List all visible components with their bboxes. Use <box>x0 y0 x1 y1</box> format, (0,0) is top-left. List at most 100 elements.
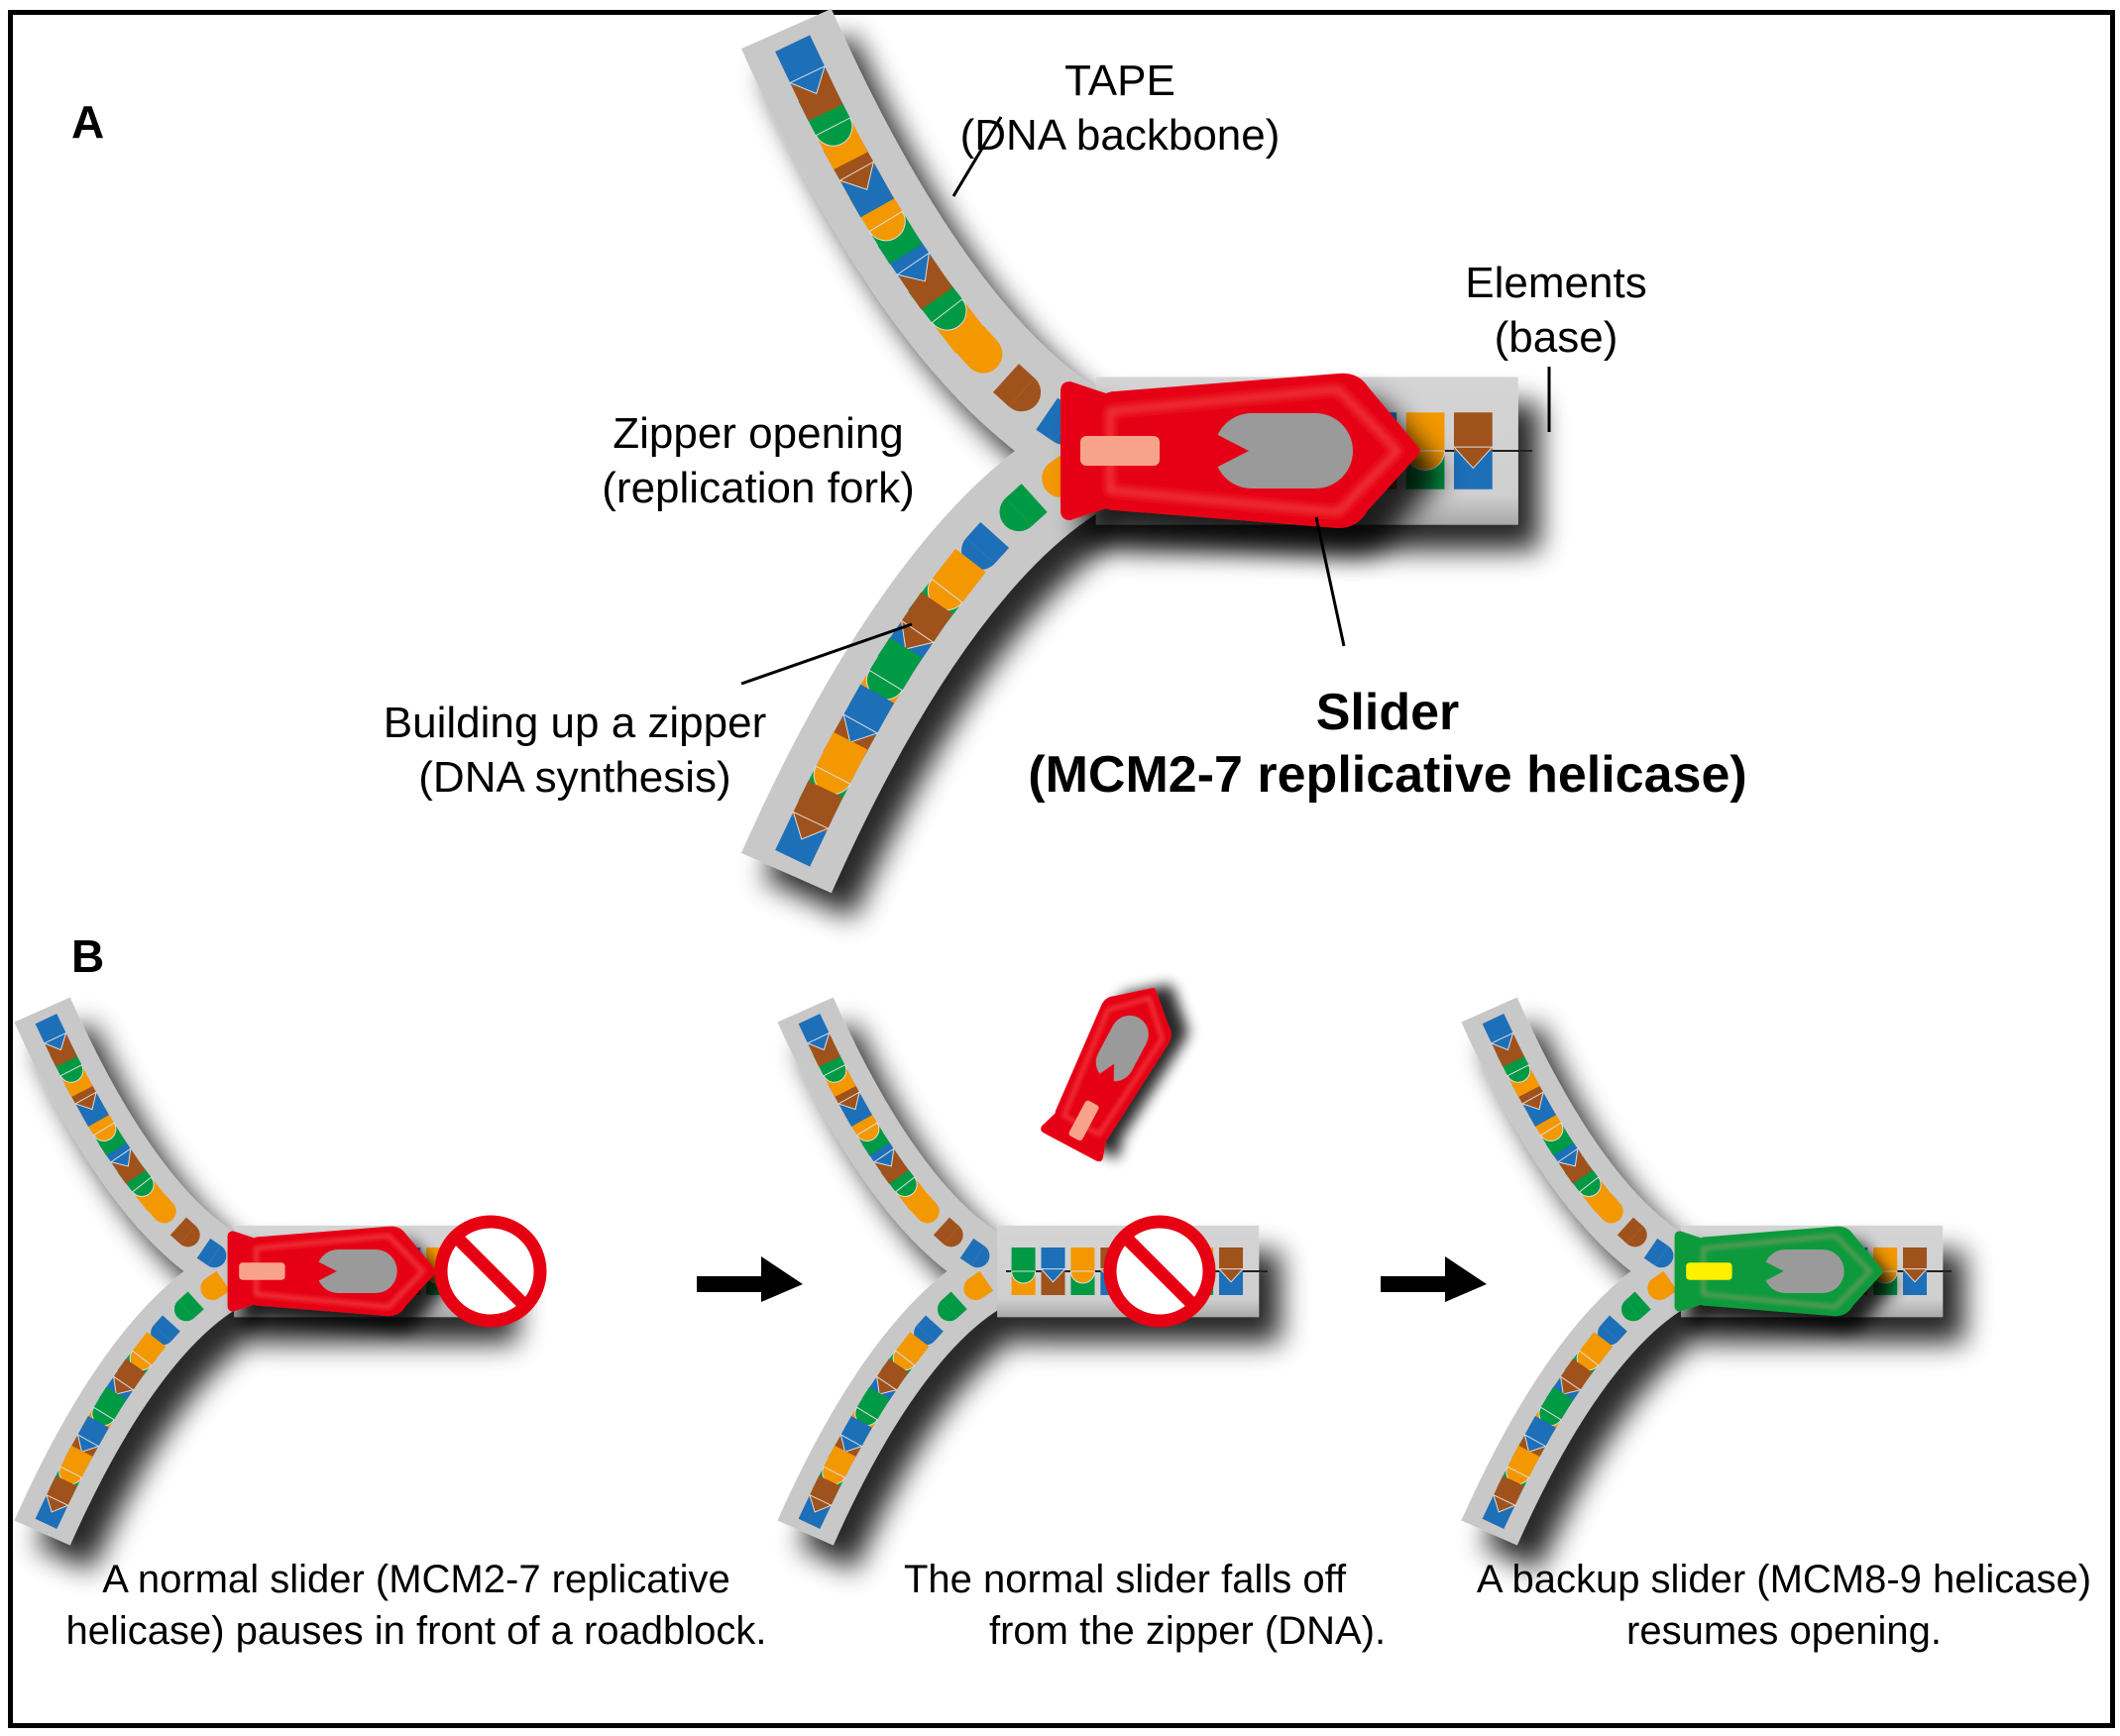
slider-window <box>316 1248 397 1294</box>
base-knob <box>1008 378 1042 412</box>
roadblock-icon <box>1103 1215 1216 1328</box>
base-element <box>1507 1445 1540 1478</box>
label-building-title: Building up a zipper <box>383 699 767 747</box>
base-knob <box>1647 1278 1667 1301</box>
base-pair <box>35 1013 77 1067</box>
replication-fork-a <box>740 8 1532 894</box>
base-pair <box>1482 1475 1524 1530</box>
base-single <box>1593 1193 1623 1224</box>
base-element <box>60 1445 93 1478</box>
slider <box>227 1226 436 1317</box>
base-knob <box>901 619 935 650</box>
base-knob <box>1011 1270 1037 1284</box>
base-element <box>816 731 868 784</box>
base-knob <box>1490 1031 1514 1051</box>
base-pair <box>1452 412 1494 489</box>
leader-line-tape <box>951 116 1003 197</box>
base-element <box>1540 1386 1574 1420</box>
label-tape-title: TAPE <box>1064 56 1175 105</box>
caption-step-1: A normal slider (MCM2-7 replicative heli… <box>20 1554 813 1657</box>
slider-highlight <box>254 1233 427 1310</box>
base-pair <box>798 1475 840 1530</box>
label-elements: Elements (base) <box>1407 256 1705 365</box>
replication-fork-b1 <box>14 997 547 1546</box>
base-knob <box>1452 446 1494 470</box>
base-knob <box>918 1203 940 1224</box>
base-element <box>1903 1247 1928 1271</box>
base-knob <box>1523 1433 1547 1453</box>
base-knob <box>970 1246 990 1268</box>
label-slider-subtitle: (MCM2-7 replicative helicase) <box>1028 746 1747 805</box>
base-pair <box>1217 1247 1245 1296</box>
base-knob <box>868 210 906 242</box>
base-single <box>954 325 1003 374</box>
base-single <box>173 1291 204 1322</box>
base-pair <box>798 1013 840 1067</box>
base-element <box>824 1445 856 1478</box>
base-element <box>1643 1238 1669 1266</box>
base-element <box>856 1386 890 1420</box>
slider-window <box>1095 1015 1149 1082</box>
base-knob <box>968 341 1003 374</box>
base-knob <box>1217 1268 1245 1283</box>
label-zipper-opening-subtitle: (replication fork) <box>602 464 915 512</box>
base-element <box>146 1193 173 1220</box>
base-pair <box>98 1358 146 1412</box>
base-single <box>1620 1291 1651 1322</box>
base-knob <box>1901 1268 1929 1283</box>
base-element <box>1041 1247 1065 1271</box>
base-knob <box>1556 1147 1579 1167</box>
base-knob <box>131 1176 155 1197</box>
base-knob <box>200 1278 220 1301</box>
base-knob <box>792 811 830 840</box>
base-knob <box>1602 1203 1623 1224</box>
replication-fork-b3 <box>1461 997 1952 1546</box>
label-tape-subtitle: (DNA backbone) <box>959 111 1281 160</box>
base-knob <box>815 117 853 147</box>
base-element <box>169 1217 196 1245</box>
slider-pull-tab <box>1080 436 1160 466</box>
base-element <box>933 1217 959 1245</box>
base-single <box>1643 1238 1674 1268</box>
roadblock-bar <box>450 1231 531 1312</box>
base-knob <box>1654 1246 1674 1268</box>
base-knob <box>1578 1176 1602 1197</box>
base-knob <box>823 1064 847 1083</box>
slider-pull-tab <box>239 1262 285 1280</box>
slider-window <box>1214 413 1353 488</box>
panel-letter-a: A <box>71 96 105 148</box>
label-elements-subtitle: (base) <box>1494 313 1618 362</box>
label-zipper-opening: Zipper opening (replication fork) <box>555 406 961 515</box>
arrow-right-icon <box>697 1256 803 1302</box>
base-knob <box>999 497 1032 532</box>
base-knob <box>1069 1270 1095 1284</box>
label-zipper-opening-title: Zipper opening <box>613 409 904 458</box>
base-knob <box>92 1122 117 1141</box>
base-knob <box>73 1091 97 1111</box>
base-pair <box>1069 1247 1095 1296</box>
base-element <box>1219 1247 1244 1271</box>
caption-step-3-line1: A backup slider (MCM8-9 helicase) <box>1476 1558 2092 1601</box>
slider-window-tooth <box>1097 1063 1115 1084</box>
label-tape: TAPE (DNA backbone) <box>922 54 1318 163</box>
base-single <box>146 1193 176 1224</box>
base-single <box>933 1217 963 1248</box>
base-element <box>93 1386 127 1420</box>
caption-step-2-line1: The normal slider falls off <box>904 1558 1347 1601</box>
base-single <box>169 1217 200 1248</box>
caption-step-1-line1: A normal slider (MCM2-7 replicative <box>102 1558 730 1601</box>
caption-step-2-line2: from the zipper (DNA). <box>989 1609 1387 1653</box>
base-pair <box>775 35 843 122</box>
caption-step-1-line2: helicase) pauses in front of a roadblock… <box>65 1609 767 1653</box>
slider-highlight <box>1106 384 1403 517</box>
slider-highlight <box>1701 1233 1874 1310</box>
leader-line-building <box>740 622 913 686</box>
slider-window-tooth <box>316 1260 337 1282</box>
base-element <box>1070 1247 1095 1271</box>
caption-step-3-line2: resumes opening. <box>1626 1609 1942 1653</box>
base-knob <box>838 161 875 190</box>
base-knob <box>43 1031 67 1051</box>
base-element <box>1593 1193 1620 1220</box>
base-element <box>1011 1247 1036 1271</box>
base-knob <box>113 1375 135 1395</box>
